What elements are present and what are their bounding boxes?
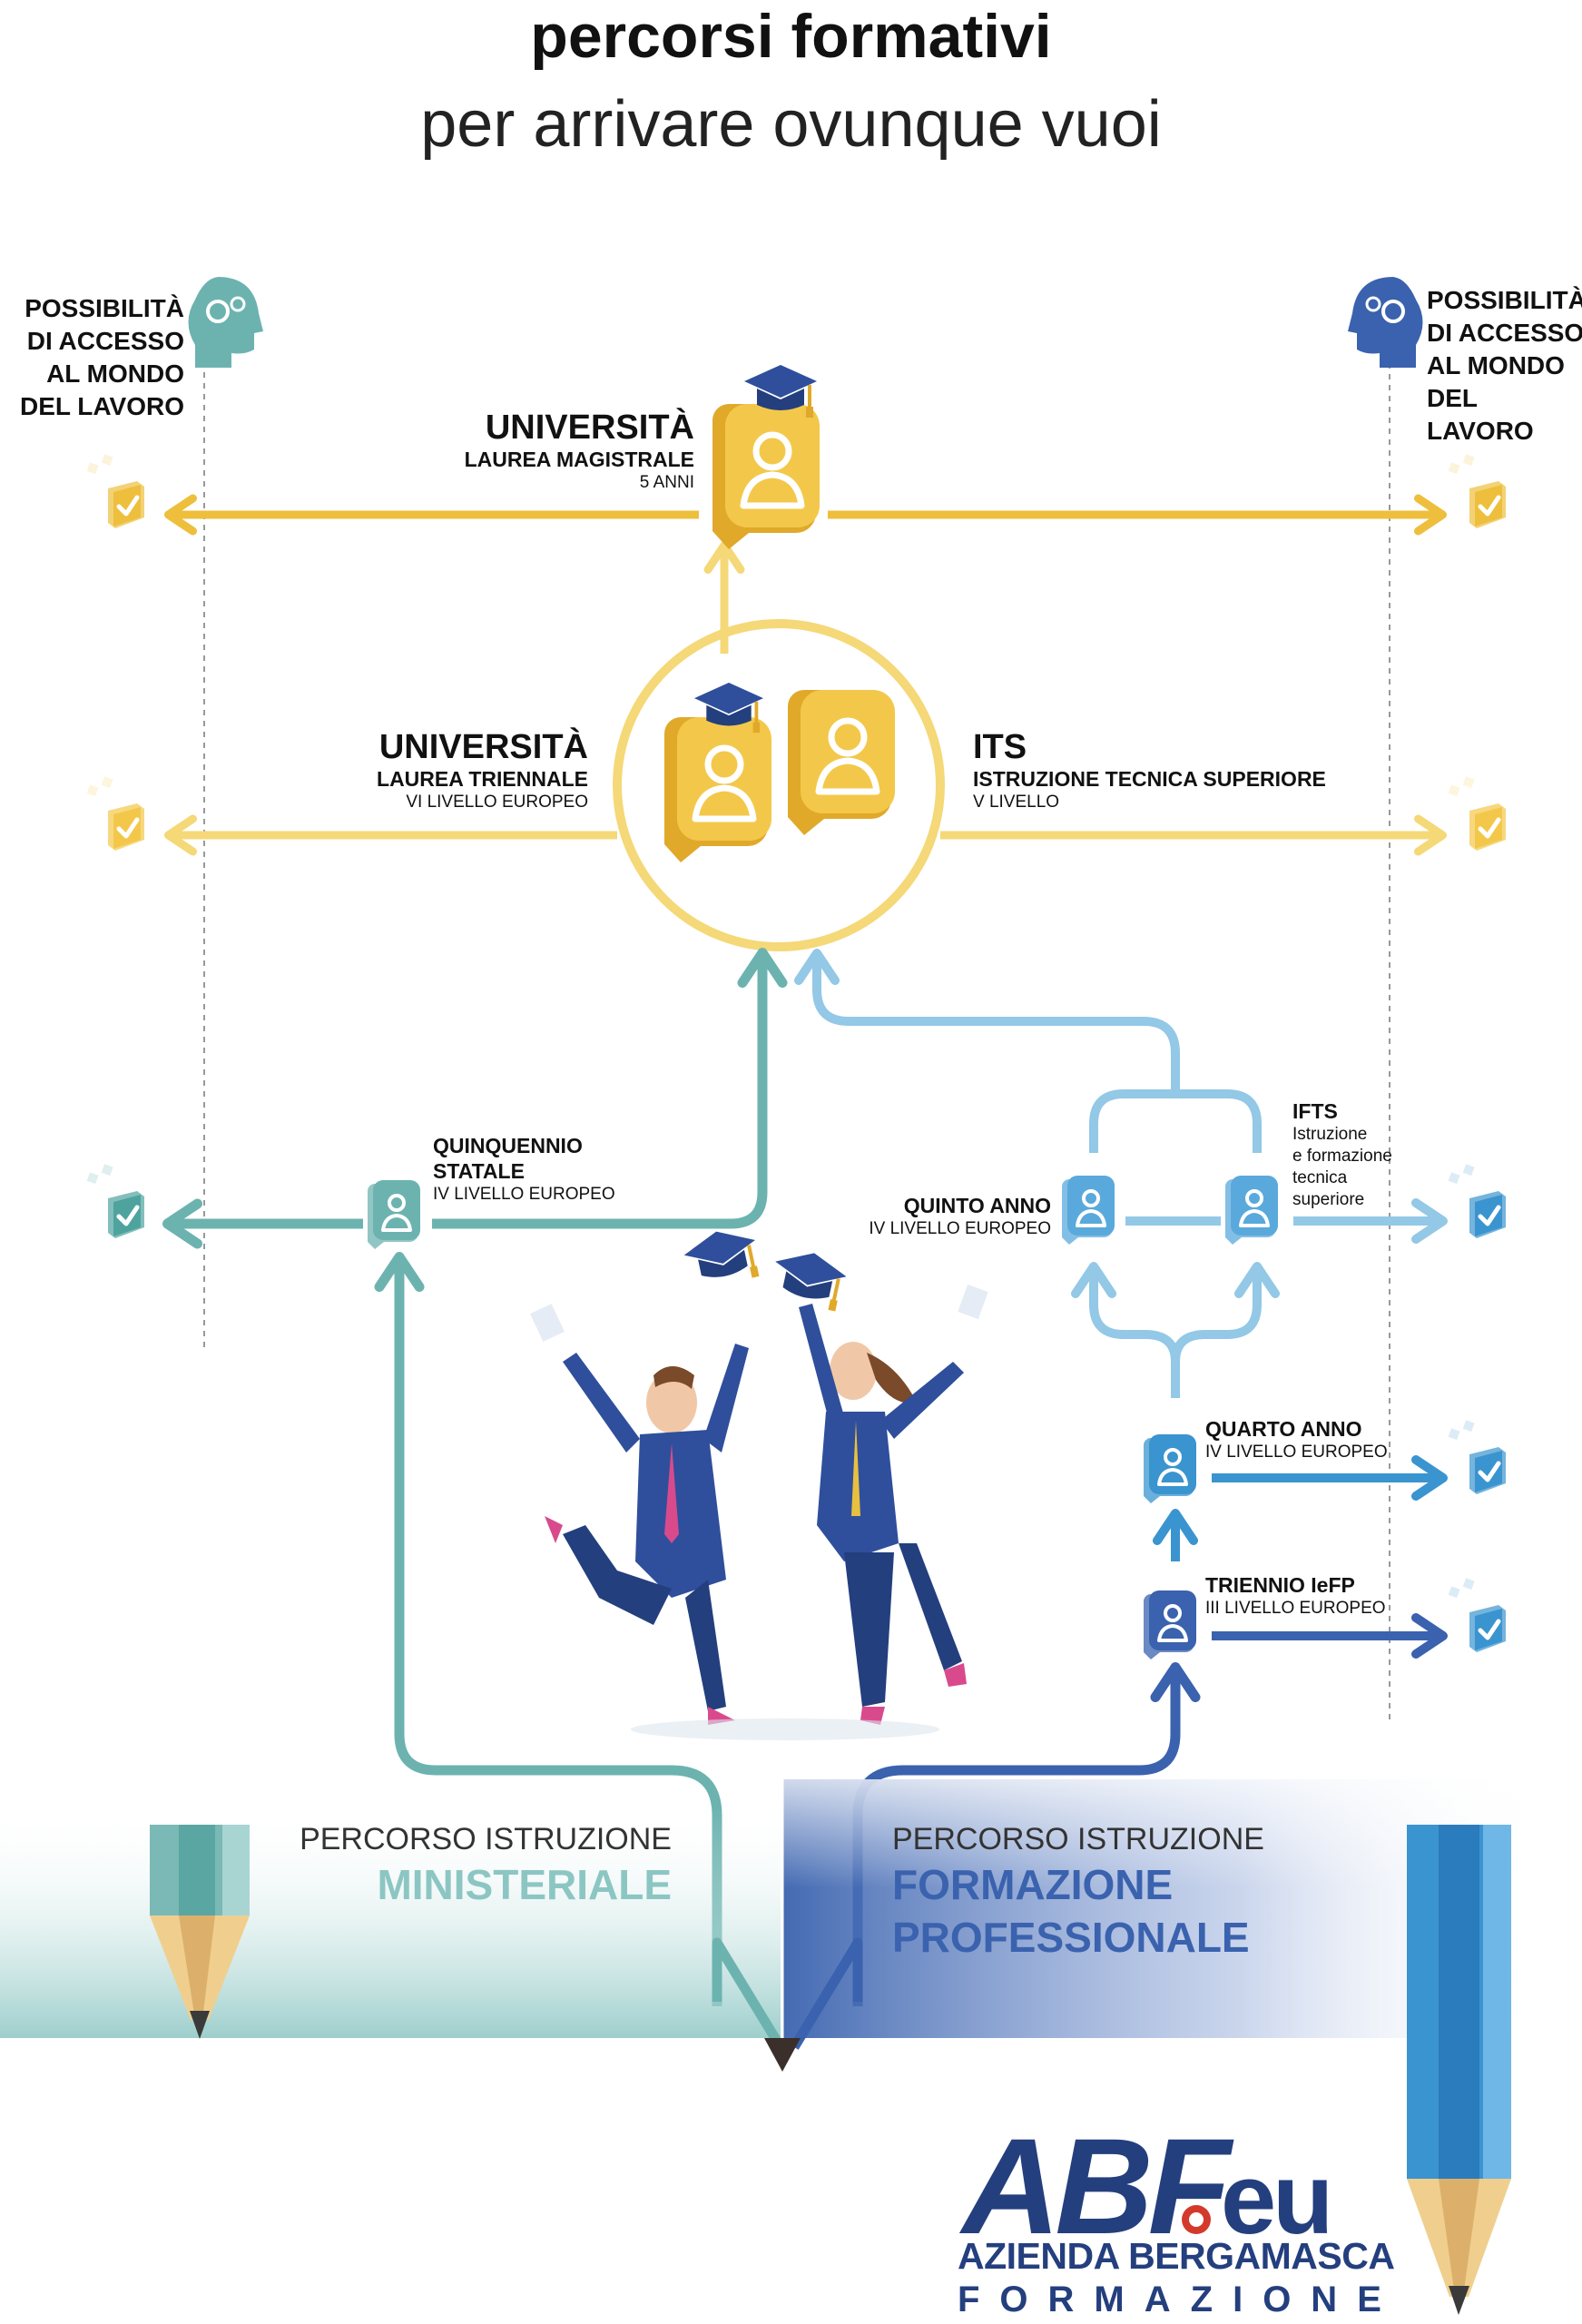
node-subtitle: LAUREA TRIENNALE (377, 767, 588, 791)
work-access-line: POSSIBILITÀ (25, 294, 184, 322)
node-title: IFTS (1292, 1099, 1338, 1123)
path-name: MINISTERIALE (377, 1861, 672, 1908)
check-badge-icon (1449, 776, 1506, 851)
work-access-line: DI ACCESSO (26, 327, 184, 355)
triennio-iefp-label: TRIENNIO IeFP III LIVELLO EUROPEO (1205, 1572, 1386, 1620)
work-access-line: AL MONDO (46, 359, 184, 388)
work-access-line: POSSIBILITÀ (1427, 286, 1582, 314)
laurea-magistrale-icon (712, 404, 820, 549)
laurea-triennale-label: UNIVERSITÀ LAUREA TRIENNALE VI LIVELLO E… (377, 728, 588, 813)
higher-education-circle (613, 619, 945, 951)
its-label: ITS ISTRUZIONE TECNICA SUPERIORE V LIVEL… (973, 728, 1326, 813)
node-detail: superiore (1292, 1190, 1365, 1209)
node-title: QUINTO ANNO (903, 1194, 1051, 1217)
work-access-line: DI ACCESSO (1427, 319, 1582, 347)
quarto-to-quinto-arrow (1071, 1262, 1180, 1398)
professionale-to-university-arrow (794, 949, 1180, 1094)
quarto-anno-label: QUARTO ANNO IV LIVELLO EUROPEO (1205, 1416, 1388, 1463)
gear-head-icon (1348, 277, 1423, 368)
path-heading: PERCORSO ISTRUZIONE (300, 1822, 672, 1856)
check-badge-icon (87, 1164, 144, 1238)
node-subtitle: LAUREA MAGISTRALE (464, 448, 694, 471)
work-access-line: AL MONDO (1427, 351, 1565, 379)
node-title: ITS (973, 728, 1027, 766)
fork-top (1089, 1089, 1262, 1153)
check-badge-icon (1449, 1420, 1506, 1494)
svg-text:eu: eu (1221, 2143, 1330, 2255)
quinquennio-label: QUINQUENNIO STATALE IV LIVELLO EUROPEO (433, 1133, 615, 1206)
node-title: TRIENNIO IeFP (1205, 1573, 1355, 1597)
path-name: FORMAZIONE (892, 1861, 1174, 1908)
node-detail: e formazione (1292, 1147, 1392, 1166)
ministeriale-band (0, 1807, 781, 2038)
check-badge-icon (1449, 1578, 1506, 1652)
node-title: QUARTO ANNO (1205, 1417, 1362, 1441)
pencil-icon (150, 1825, 250, 2039)
ifts-label: IFTS Istruzione e formazione tecnica sup… (1292, 1098, 1392, 1211)
ministeriale-to-quinquennio-arrow (374, 1252, 722, 2006)
path-name: PROFESSIONALE (892, 1914, 1250, 1961)
node-detail: VI LIVELLO EUROPEO (406, 793, 588, 812)
node-title: UNIVERSITÀ (485, 409, 694, 447)
quinto-anno-icon (1060, 1174, 1116, 1246)
check-badge-icon (1449, 454, 1506, 528)
gear-head-icon (188, 277, 263, 368)
node-detail: III LIVELLO EUROPEO (1205, 1599, 1386, 1618)
page-subtitle: per arrivare ovunque vuoi (420, 88, 1162, 161)
quinto-anno-label: QUINTO ANNO IV LIVELLO EUROPEO (869, 1193, 1051, 1240)
node-subtitle: ISTRUZIONE TECNICA SUPERIORE (973, 767, 1326, 791)
work-access-left: POSSIBILITÀ DI ACCESSO AL MONDO DEL LAVO… (20, 292, 184, 423)
node-detail: tecnica (1292, 1168, 1348, 1187)
path-ministeriale: PERCORSO ISTRUZIONE MINISTERIALE (300, 1820, 672, 1911)
path-heading: PERCORSO ISTRUZIONE (892, 1822, 1264, 1856)
path-professionale: PERCORSO ISTRUZIONE FORMAZIONE PROFESSIO… (892, 1820, 1264, 1964)
node-detail: IV LIVELLO EUROPEO (433, 1185, 615, 1204)
triennio-iefp-icon (1142, 1589, 1198, 1661)
quarto-to-ifts-arrow (1171, 1262, 1280, 1398)
node-detail: IV LIVELLO EUROPEO (1205, 1443, 1388, 1462)
quarto-anno-icon (1142, 1433, 1198, 1505)
node-title: UNIVERSITÀ (378, 728, 588, 766)
work-access-line: DEL LAVORO (1427, 384, 1534, 445)
check-badge-icon (1449, 1164, 1506, 1238)
quinquennio-icon (366, 1178, 422, 1251)
node-title: QUINQUENNIO (433, 1134, 583, 1157)
node-detail: 5 ANNI (639, 473, 694, 492)
logo-line2: FORMAZIONE (958, 2280, 1401, 2319)
node-detail: V LIVELLO (973, 793, 1060, 812)
check-badge-icon (87, 454, 144, 528)
its-icon (788, 690, 895, 835)
ifts-icon (1223, 1174, 1280, 1246)
node-detail: IV LIVELLO EUROPEO (869, 1219, 1051, 1238)
work-access-line: DEL LAVORO (20, 392, 184, 420)
laurea-magistrale-label: UNIVERSITÀ LAUREA MAGISTRALE 5 ANNI (465, 409, 694, 494)
quinquennio-to-university-arrow (432, 948, 788, 1229)
pencil-tip (764, 2038, 801, 2072)
abf-logo-mark: ABF eu (958, 2110, 1333, 2262)
work-access-right: POSSIBILITÀ DI ACCESSO AL MONDO DEL LAVO… (1427, 284, 1582, 448)
laurea-triennale-icon (664, 717, 771, 862)
logo-line1: AZIENDA BERGAMASCA (958, 2235, 1395, 2277)
page-title: percorsi formativi (530, 2, 1052, 71)
svg-text:ABF: ABF (958, 2110, 1234, 2262)
node-title: STATALE (433, 1159, 525, 1183)
node-detail: Istruzione (1292, 1125, 1368, 1144)
pencil-icon (1407, 1825, 1511, 2315)
graduates-illustration (530, 1222, 988, 1740)
check-badge-icon (87, 776, 144, 851)
